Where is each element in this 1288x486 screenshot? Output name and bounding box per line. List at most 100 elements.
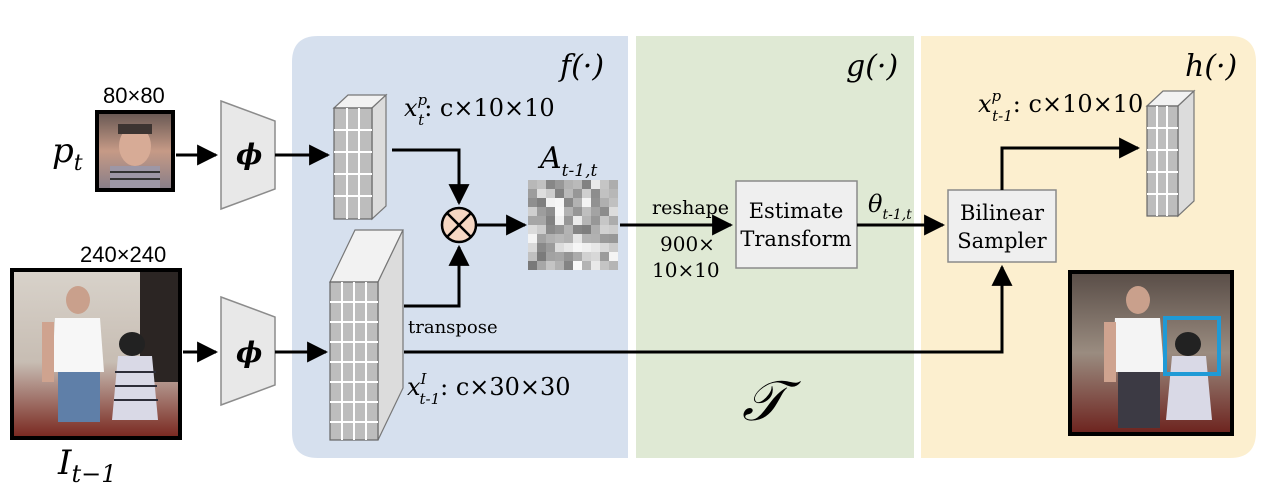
affinity-cell [573,216,582,225]
affinity-cell [609,261,618,270]
affinity-cell [528,189,537,198]
affinity-cell [564,261,573,270]
encoder-bottom-symbol: ϕ [236,336,262,369]
estimate-line2: Transform [740,227,851,251]
frame-size-label: 240×240 [80,242,166,267]
transpose-label: transpose [408,317,498,338]
affinity-cell [591,252,600,261]
affinity-cell [546,207,555,216]
affinity-cell [609,234,618,243]
affinity-cell [573,261,582,270]
affinity-cell [546,198,555,207]
affinity-cell [546,252,555,261]
frame-image [10,268,182,440]
affinity-cell [573,252,582,261]
affinity-cell [600,252,609,261]
arrow-patch-features-to-multiply [392,148,470,206]
affinity-matrix [528,180,618,270]
encoder-bottom: ϕ [220,295,276,407]
affinity-cell [564,252,573,261]
patch-image [95,110,175,192]
feature-map-patch [332,93,388,221]
affinity-cell [555,252,564,261]
arrow-sampler-to-output [1000,137,1141,190]
affinity-cell [591,189,600,198]
affinity-cell [555,243,564,252]
affinity-cell [537,189,546,198]
affinity-cell [564,189,573,198]
affinity-cell [564,198,573,207]
affinity-cell [564,243,573,252]
affinity-cell [591,243,600,252]
affinity-cell [537,252,546,261]
affinity-cell [546,189,555,198]
affinity-cell [555,216,564,225]
affinity-cell [546,234,555,243]
affinity-cell [528,252,537,261]
affinity-cell [528,216,537,225]
reshape-dim-line1: 900× [660,232,715,256]
frame-variable: It−1 [57,443,116,486]
affinity-cell [600,225,609,234]
affinity-cell [591,234,600,243]
affinity-cell [600,234,609,243]
affinity-cell [555,225,564,234]
affinity-cell [600,189,609,198]
feature-map-output [1145,89,1196,218]
affinity-cell [564,180,573,189]
affinity-cell [555,261,564,270]
affinity-cell [537,207,546,216]
affinity-cell [591,198,600,207]
affinity-cell [582,207,591,216]
affinity-cell [573,225,582,234]
affinity-cell [573,198,582,207]
f-section-label: f(·) [558,49,604,84]
affinity-cell [573,189,582,198]
affinity-cell [573,207,582,216]
affinity-cell [591,207,600,216]
affinity-cell [573,234,582,243]
affinity-cell [582,243,591,252]
affinity-cell [537,243,546,252]
affinity-cell [600,216,609,225]
g-section-label: g(·) [846,49,898,84]
affinity-cell [555,198,564,207]
affinity-cell [609,207,618,216]
affinity-cell [537,234,546,243]
affinity-cell [546,243,555,252]
bilinear-sampler-box: Bilinear Sampler [947,189,1057,263]
affinity-cell [564,225,573,234]
affinity-cell [528,207,537,216]
affinity-cell [591,216,600,225]
affinity-cell [555,180,564,189]
affinity-cell [591,180,600,189]
affinity-cell [582,180,591,189]
patch-size-label: 80×80 [103,83,165,108]
tracked-region-box [1163,316,1221,376]
affinity-cell [564,207,573,216]
affinity-cell [600,198,609,207]
multiply-icon [440,206,478,244]
affinity-cell [582,234,591,243]
affinity-cell [600,261,609,270]
sampler-line1: Bilinear [960,201,1045,225]
affinity-cell [555,234,564,243]
affinity-cell [582,189,591,198]
affinity-cell [537,180,546,189]
affinity-cell [537,198,546,207]
affinity-cell [564,216,573,225]
affinity-cell [591,225,600,234]
affinity-cell [582,216,591,225]
encoder-top-symbol: ϕ [236,138,262,171]
affinity-cell [528,198,537,207]
affinity-label: At-1,t [537,141,597,181]
affinity-cell [609,225,618,234]
output-frame-image [1068,270,1234,436]
affinity-cell [573,180,582,189]
feature-map-frame [329,229,404,441]
affinity-cell [600,180,609,189]
affinity-cell [609,252,618,261]
